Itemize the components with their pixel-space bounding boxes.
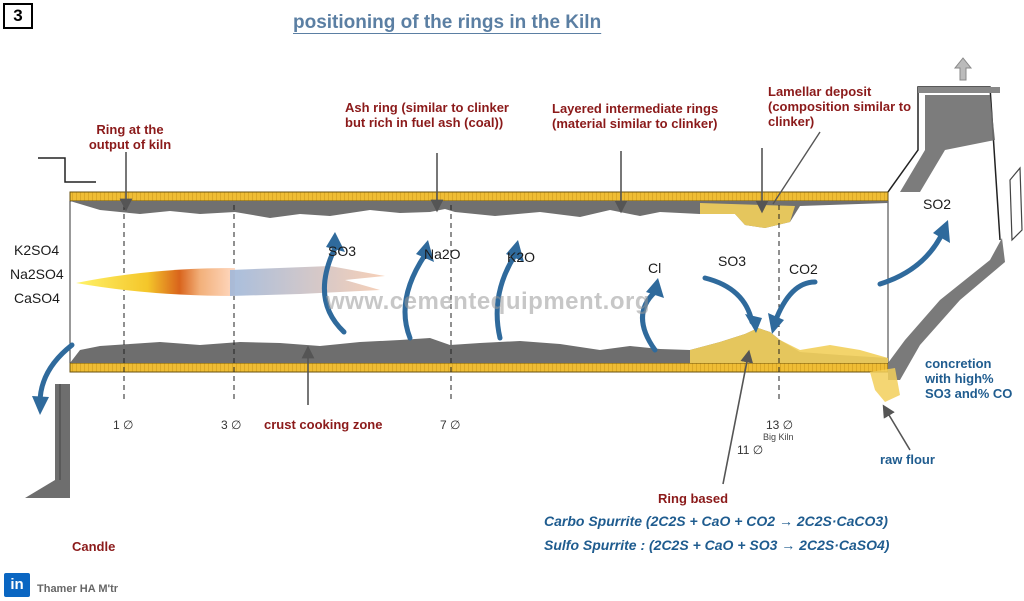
lamellar-deposit-shape: [700, 203, 795, 228]
raw-flour-shape: [870, 368, 900, 402]
kiln-shell-bottom: [69, 362, 889, 373]
ash-ring-label: Ash ring (similar to clinker but rich in…: [345, 100, 509, 130]
kiln-hood-outline: [38, 157, 96, 183]
watermark-text: www.cementequipment.org: [326, 288, 650, 315]
bottom-coating: [70, 328, 888, 363]
k2so4-label: K2SO4: [14, 242, 60, 258]
sulfo-spurrite-formula: Sulfo Spurrite : (2C2S + CaO + SO3 → 2C2…: [544, 537, 890, 553]
so3-rise-arrow: [321, 245, 347, 335]
raw-flour-label: raw flour: [880, 452, 935, 467]
big-kiln-label: Big Kiln: [763, 432, 794, 442]
co2-label: CO2: [789, 261, 818, 277]
k2o-rise-arrow: [494, 252, 518, 341]
na2o-rise-arrow: [402, 252, 428, 341]
zone-1-label: 1 ∅: [113, 418, 134, 432]
layered-rings-label: Layered intermediate rings (material sim…: [552, 101, 719, 131]
ring-based-label: Ring based: [658, 491, 729, 506]
so3-right-label: SO3: [718, 253, 747, 269]
sulfate-ring-shape: [690, 328, 888, 363]
na2so4-label: Na2SO4: [10, 266, 64, 282]
diagram-title: positioning of the rings in the Kiln: [293, 12, 602, 33]
na2o-label: Na2O: [424, 246, 461, 262]
carbo-spurrite-formula: Carbo Spurrite (2C2S + CaO + CO2 → 2C2S·…: [544, 513, 888, 529]
lamellar-deposit-label: Lamellar deposit (composition similar to…: [768, 84, 912, 129]
so3-left-label: SO3: [328, 243, 357, 259]
concretion-label: concretion with high% SO3 and% CO: [925, 356, 1013, 401]
candle-wall: [25, 384, 70, 498]
cl-rise-arrow: [640, 289, 658, 353]
hot-gas-plume: [230, 266, 385, 296]
zone-11-label: 11 ∅: [737, 443, 764, 457]
author-name: Thamer HA M'tr: [37, 583, 119, 595]
kiln-shell-top: [69, 191, 889, 202]
caso4-label: CaSO4: [14, 290, 60, 306]
linkedin-icon[interactable]: in: [4, 573, 30, 597]
crust-zone-label: crust cooking zone: [264, 417, 383, 432]
zone-3-label: 3 ∅: [221, 418, 242, 432]
so3-fall-arrow: [702, 275, 755, 325]
ring-output-label: Ring at the output of kiln: [88, 122, 172, 152]
zone-7-label: 7 ∅: [440, 418, 461, 432]
riser-wall-coating: [900, 95, 995, 192]
cl-label: Cl: [648, 260, 662, 276]
zone-13-label: 13 ∅: [766, 418, 794, 432]
co2-fall-arrow: [772, 279, 818, 325]
k2o-label: K2O: [507, 249, 536, 265]
top-coating: [70, 201, 888, 228]
candle-label: Candle: [72, 539, 116, 554]
so2-exit-arrow: [877, 229, 946, 287]
zone-lines: [123, 205, 780, 400]
figure-number-badge: 3: [3, 3, 33, 29]
concretion-shape: [888, 238, 1005, 380]
so2-label: SO2: [923, 196, 952, 212]
burner-flame: [76, 268, 235, 296]
